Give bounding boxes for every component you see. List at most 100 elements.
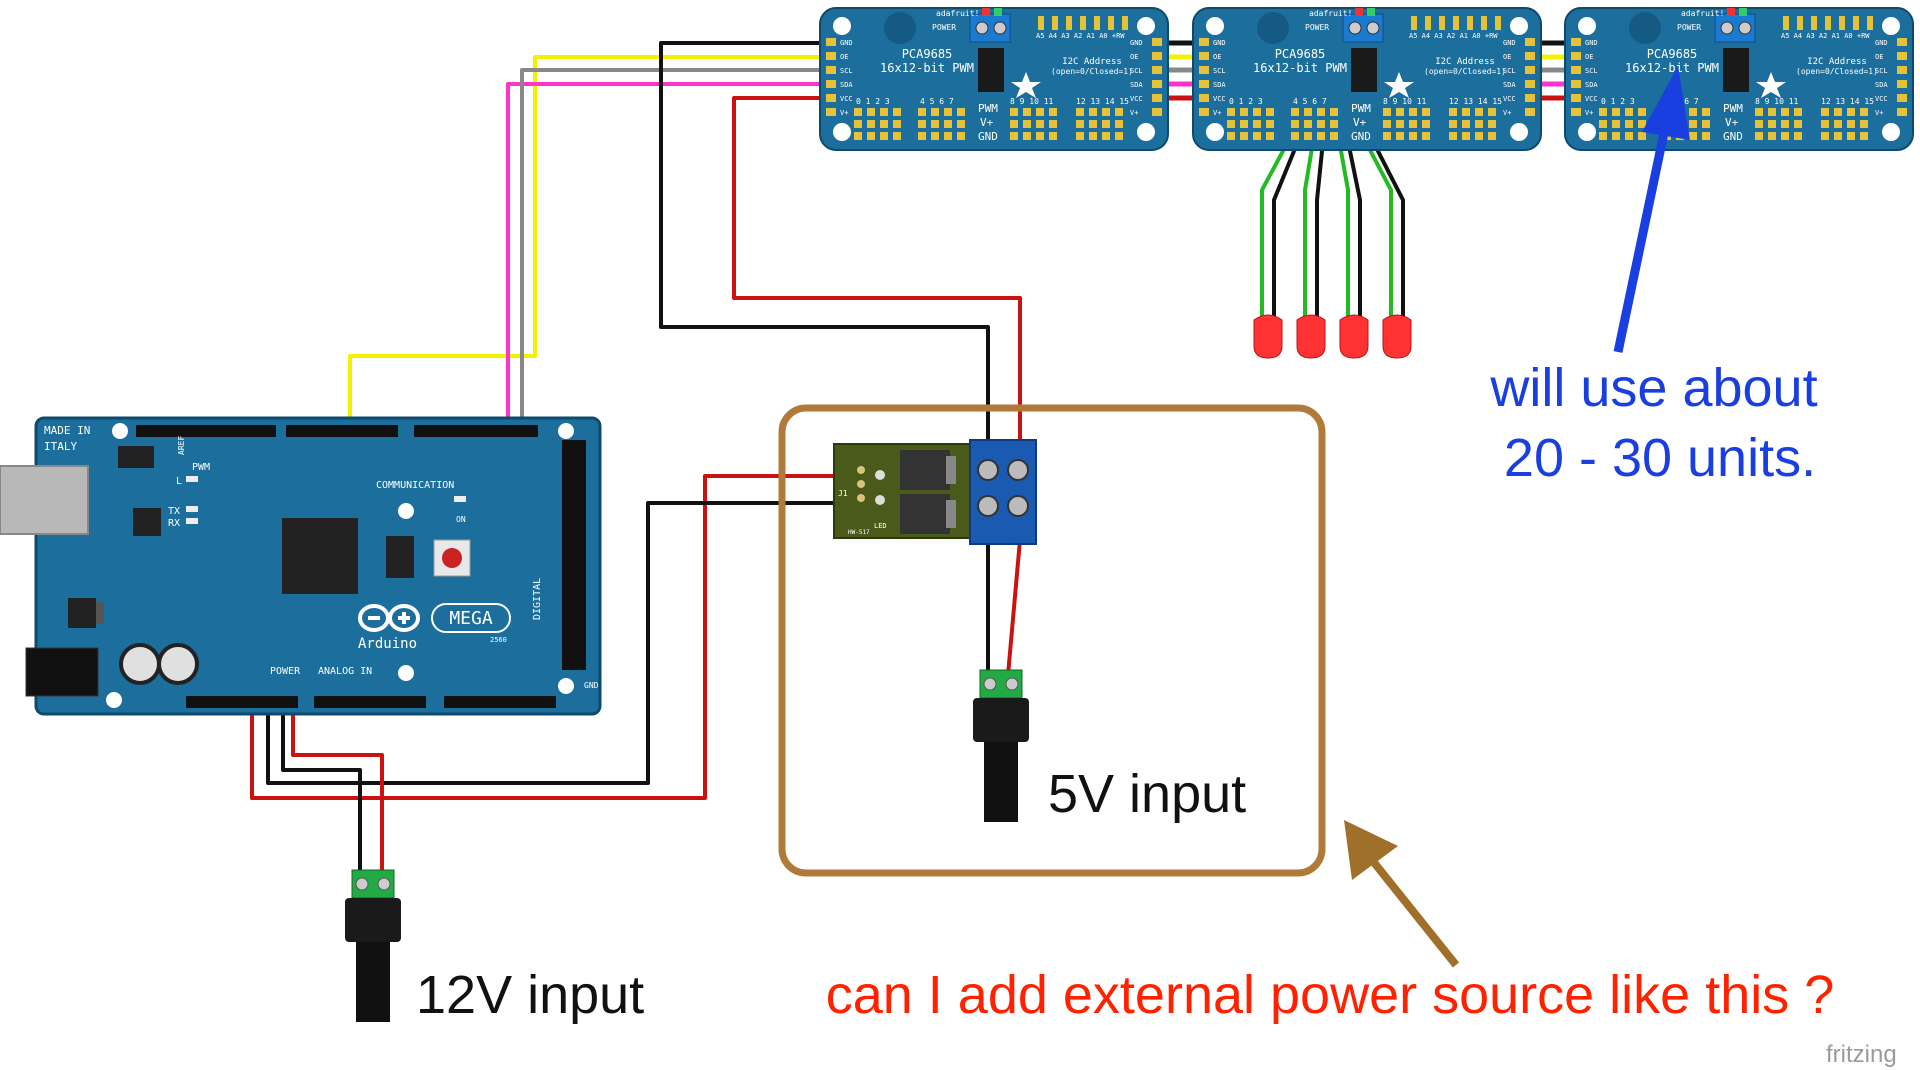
red-led bbox=[1296, 314, 1326, 359]
address-pins-label: A5 A4 A3 A2 A1 A0 +RW bbox=[1036, 32, 1125, 40]
right-pin-label: GND bbox=[1503, 39, 1516, 47]
barrel-connector-5v bbox=[973, 669, 1029, 822]
left-pin-label: OE bbox=[1213, 53, 1221, 61]
red-led bbox=[1339, 314, 1369, 359]
address-pins-label: A5 A4 A3 A2 A1 A0 +RW bbox=[1409, 32, 1498, 40]
left-pin-label: V+ bbox=[1213, 109, 1221, 117]
label-5v-input: 5V input bbox=[1048, 764, 1246, 824]
adafruit-brand-label: adafruit! bbox=[1309, 9, 1352, 18]
rail-pwm-label: PWM bbox=[978, 102, 998, 115]
atmega-chip bbox=[282, 518, 358, 594]
made-in-label: MADE IN bbox=[44, 424, 90, 437]
i2c-address-label: I2C Address bbox=[1807, 57, 1867, 67]
screw-terminal-block bbox=[969, 439, 1037, 545]
gnd-pin-label: GND bbox=[584, 681, 599, 690]
on-led-label: ON bbox=[456, 515, 466, 524]
rail-gnd-label: GND bbox=[978, 130, 998, 143]
digital-section-label: DIGITAL bbox=[532, 578, 543, 620]
i2c-address-note: (open=0/Closed=1) bbox=[1424, 67, 1506, 76]
wire-black-gnd-top bbox=[659, 41, 990, 447]
right-pin-label: OE bbox=[1875, 53, 1883, 61]
left-pin-label: SCL bbox=[1213, 67, 1226, 75]
right-pin-label: VCC bbox=[1875, 95, 1888, 103]
channels-8-11-label: 8 9 10 11 bbox=[1010, 97, 1054, 106]
arduino-barrel-jack bbox=[25, 647, 99, 697]
board-title-desc: 16x12-bit PWM bbox=[1625, 61, 1719, 75]
right-pin-label: VCC bbox=[1130, 95, 1143, 103]
brown-arrow bbox=[1344, 820, 1460, 968]
aref-pin-label: AREF bbox=[177, 436, 186, 455]
right-pin-label: OE bbox=[1503, 53, 1511, 61]
right-pin-label: OE bbox=[1130, 53, 1138, 61]
i2c-address-label: I2C Address bbox=[1062, 57, 1122, 67]
channels-4-7-label: 4 5 6 7 bbox=[920, 97, 954, 106]
mega-label: MEGA bbox=[449, 608, 493, 629]
left-pin-label: VCC bbox=[1213, 95, 1226, 103]
right-pin-label: V+ bbox=[1503, 109, 1511, 117]
left-pin-label: SCL bbox=[840, 67, 853, 75]
channels-8-11-label: 8 9 10 11 bbox=[1383, 97, 1427, 106]
left-pin-label: SDA bbox=[1585, 81, 1598, 89]
communication-label: COMMUNICATION bbox=[376, 480, 454, 491]
right-pin-label: GND bbox=[1130, 39, 1143, 47]
left-pin-label: GND bbox=[840, 39, 853, 47]
label-12v-input: 12V input bbox=[416, 965, 644, 1025]
red-leds bbox=[1253, 314, 1412, 359]
wire-black-12v bbox=[281, 705, 362, 875]
l-led-label: L bbox=[176, 476, 182, 487]
pwm-section-label: PWM bbox=[192, 462, 210, 473]
channels-8-11-label: 8 9 10 11 bbox=[1755, 97, 1799, 106]
red-led bbox=[1382, 314, 1412, 359]
red-led bbox=[1253, 314, 1283, 359]
left-pin-label: GND bbox=[1585, 39, 1598, 47]
left-pin-label: SDA bbox=[1213, 81, 1226, 89]
rail-gnd-label: GND bbox=[1723, 130, 1743, 143]
right-pin-label: V+ bbox=[1875, 109, 1883, 117]
rx-led-label: RX bbox=[168, 518, 180, 529]
right-pin-label: SDA bbox=[1503, 81, 1516, 89]
chip-label: 2560 bbox=[490, 636, 507, 644]
channels-0-3-label: 0 1 2 3 bbox=[1229, 97, 1263, 106]
board-title-chip: PCA9685 bbox=[1275, 47, 1326, 61]
rail-vplus-label: V+ bbox=[1353, 116, 1367, 129]
i2c-address-note: (open=0/Closed=1) bbox=[1796, 67, 1878, 76]
mosfet-module: J1 LED HW-517 bbox=[833, 439, 1037, 545]
rail-pwm-label: PWM bbox=[1723, 102, 1743, 115]
blue-arrow bbox=[1613, 66, 1690, 353]
wire-magenta-sda bbox=[506, 82, 823, 432]
wire-red-5v bbox=[1006, 539, 1022, 676]
board-title-chip: PCA9685 bbox=[902, 47, 953, 61]
capacitor bbox=[157, 643, 199, 685]
j1-label: J1 bbox=[838, 489, 848, 498]
left-pin-label: V+ bbox=[840, 109, 848, 117]
rail-pwm-label: PWM bbox=[1351, 102, 1371, 115]
right-pin-label: GND bbox=[1875, 39, 1888, 47]
channels-0-3-label: 0 1 2 3 bbox=[856, 97, 890, 106]
led-label: LED bbox=[874, 522, 887, 530]
capacitor bbox=[119, 643, 161, 685]
left-pin-label: VCC bbox=[840, 95, 853, 103]
analog-section-label: ANALOG IN bbox=[318, 666, 372, 677]
left-pin-label: V+ bbox=[1585, 109, 1593, 117]
i2c-address-note: (open=0/Closed=1) bbox=[1051, 67, 1133, 76]
address-pins-label: A5 A4 A3 A2 A1 A0 +RW bbox=[1781, 32, 1870, 40]
left-pin-label: SDA bbox=[840, 81, 853, 89]
left-pin-label: SCL bbox=[1585, 67, 1598, 75]
wire-red-signal bbox=[250, 474, 842, 800]
channels-12-15-label: 12 13 14 15 bbox=[1449, 97, 1502, 106]
question-note: can I add external power source like thi… bbox=[826, 965, 1835, 1025]
right-pin-label: VCC bbox=[1503, 95, 1516, 103]
wire-yellow-oe bbox=[348, 55, 823, 432]
power-label: POWER bbox=[1305, 23, 1329, 32]
usb-port bbox=[0, 465, 89, 535]
tx-led-label: TX bbox=[168, 506, 180, 517]
part-label: HW-517 bbox=[848, 529, 870, 536]
power-label: POWER bbox=[1677, 23, 1701, 32]
barrel-connector-12v bbox=[345, 869, 401, 1022]
rail-vplus-label: V+ bbox=[980, 116, 994, 129]
arduino-logo bbox=[358, 604, 420, 632]
